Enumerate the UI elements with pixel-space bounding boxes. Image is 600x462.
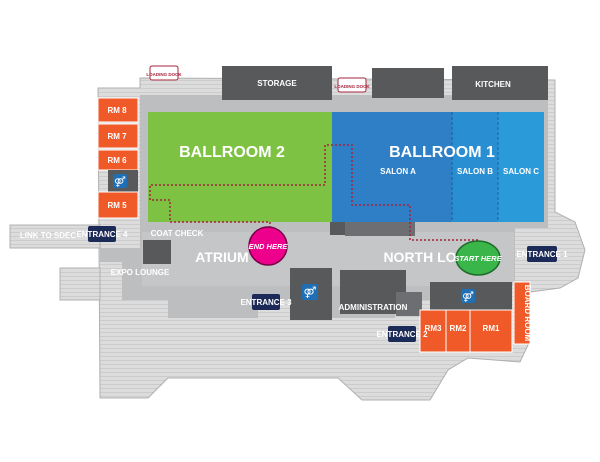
salon-b-label: SALON B [457,167,493,176]
salon-a-label: SALON A [380,167,416,176]
room-5 [97,191,139,219]
entrance-4-label: ENTRANCE 4 [76,230,128,239]
room-8 [97,97,139,123]
coat-check-label: COAT CHECK [151,229,204,238]
end-marker-label: END HERE [249,242,289,251]
rm5-label: RM 5 [107,201,127,210]
board-room [513,281,531,345]
svg-text:⚤: ⚤ [462,291,474,303]
east-meeting-rooms [419,281,531,353]
entrance-1-badge: ENTRANCE 1 [516,246,568,262]
rm1-label: RM1 [483,324,500,333]
entrance-2-badge: ENTRANCE 2 [376,326,428,342]
room-7 [97,123,139,149]
start-marker-label: START HERE [454,254,502,263]
storage-room [222,66,332,100]
salon-c[interactable] [498,112,544,222]
ballroom-2-label: BALLROOM 2 [179,144,285,161]
loading-dock-right-label: LOADING DOCK [334,84,370,89]
svg-text:⚤: ⚤ [304,286,317,299]
north-lobby-label: NORTH LO [383,249,456,265]
room-1 [469,309,513,353]
ballroom-1-label: BALLROOM 1 [389,144,495,161]
rm8-label: RM 8 [107,106,127,115]
board-room-label: BOARD ROOM [523,285,532,342]
room-3 [419,309,447,353]
loading-dock-left-badge: LOADING DOCK [146,65,182,81]
salon-c-label: SALON C [503,167,539,176]
entrance-4-badge: ENTRANCE 4 [76,226,128,242]
coat-check-room [143,240,171,264]
route-path [149,144,479,252]
ballroom-1[interactable] [332,112,452,222]
administration-label: ADMINISTRATION [339,303,408,312]
salon-b[interactable] [452,112,498,222]
service-room-a [372,68,444,98]
kitchen-label: KITCHEN [475,80,511,89]
ballroom-2[interactable] [148,112,332,222]
storage-label: STORAGE [257,79,297,88]
rm6-label: RM 6 [107,156,127,165]
restroom-icon: ⚤ [302,284,318,300]
kitchen-room [452,66,548,100]
entrance-2-label: ENTRANCE 2 [376,330,428,339]
loading-dock-left-label: LOADING DOCK [146,72,182,77]
atrium-label: ATRIUM [195,249,248,265]
start-marker[interactable]: START HERE [454,240,503,276]
entrance-3-badge: ENTRANCE 3 [240,294,292,310]
rm7-label: RM 7 [107,132,127,141]
rm2-label: RM2 [450,324,467,333]
link-to-sdec-label: LINK TO SDEC [20,231,77,240]
expo-lounge-label: EXPO LOUNGE [111,268,170,277]
loading-dock-right-badge: LOADING DOCK [334,77,370,93]
restroom-icon: ⚤ [113,174,127,188]
svg-text:⚤: ⚤ [114,176,126,188]
entrance-3-label: ENTRANCE 3 [240,298,292,307]
end-marker[interactable]: END HERE [248,226,289,266]
administration-room [340,270,406,314]
restroom-icon: ⚤ [461,289,475,303]
entrance-1-label: ENTRANCE 1 [516,250,568,259]
rm3-label: RM3 [425,324,442,333]
